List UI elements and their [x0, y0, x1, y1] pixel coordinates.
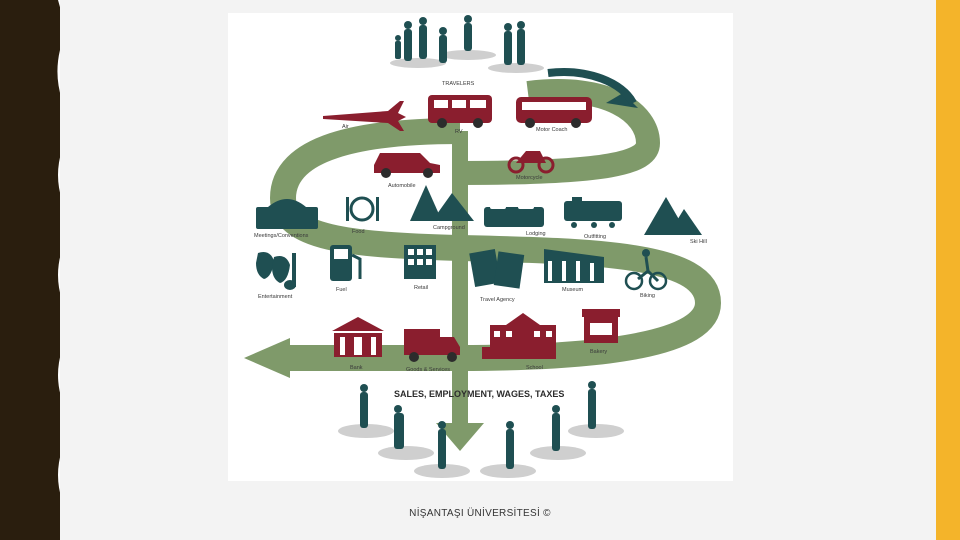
tourism-economy-diagram: TRAVELERS Air RV Motor Coach Automobile …	[228, 13, 733, 481]
motorcoach-icon	[516, 97, 592, 128]
label-ski-hill: Ski Hill	[690, 239, 707, 245]
travelers-group: TRAVELERS	[390, 15, 544, 87]
retail-icon	[404, 245, 436, 279]
campground-icon	[410, 185, 474, 221]
label-motorcoach: Motor Coach	[536, 127, 568, 133]
flow-path	[244, 68, 722, 451]
label-retail: Retail	[414, 285, 428, 291]
label-motorcycle: Motorcycle	[516, 175, 543, 181]
down-arrowhead	[436, 423, 484, 451]
left-decorative-border	[0, 0, 66, 540]
label-campground: Campground	[433, 225, 465, 231]
workers-group	[338, 381, 624, 478]
label-automobile: Automobile	[388, 183, 416, 189]
label-rv: RV	[455, 129, 463, 135]
label-entertainment: Entertainment	[258, 294, 293, 300]
museum-icon	[544, 249, 604, 283]
label-travel-agency: Travel Agency	[480, 297, 515, 303]
label-outfitting: Outfitting	[584, 234, 606, 240]
rv-icon	[428, 95, 492, 128]
label-bakery: Bakery	[590, 349, 607, 355]
lodging-icon	[484, 201, 544, 227]
fuel-icon	[330, 245, 362, 281]
sales-employment-label: SALES, EMPLOYMENT, WAGES, TAXES	[394, 389, 564, 399]
meetings-icon	[256, 199, 318, 229]
food-icon	[346, 196, 379, 222]
label-food: Food	[352, 229, 365, 235]
left-arrowhead	[244, 338, 290, 378]
label-school: School	[526, 365, 543, 371]
air-icon	[323, 101, 406, 131]
outfitting-icon	[564, 197, 622, 228]
right-accent-bar	[936, 0, 960, 540]
automobile-icon	[374, 153, 440, 178]
label-bank: Bank	[350, 365, 363, 371]
footer-text: NİŞANTAŞI ÜNİVERSİTESİ ©	[409, 508, 551, 519]
truck-icon	[404, 329, 460, 362]
travel-agency-icon	[469, 249, 525, 289]
motorcycle-icon	[507, 151, 555, 174]
label-goods: Goods & Services	[406, 367, 450, 373]
label-fuel: Fuel	[336, 287, 347, 293]
ski-hill-icon	[644, 197, 702, 235]
entertainment-icon	[256, 252, 296, 290]
travelers-label: TRAVELERS	[442, 81, 475, 87]
biking-icon	[624, 249, 668, 291]
label-air: Air	[342, 124, 349, 130]
bank-icon	[332, 317, 384, 357]
label-museum: Museum	[562, 287, 584, 293]
label-meetings: Meetings/Conventions	[254, 233, 309, 239]
label-biking: Biking	[640, 293, 655, 299]
school-icon	[482, 313, 556, 359]
label-lodging: Lodging	[526, 231, 546, 237]
bakery-icon	[582, 309, 620, 343]
